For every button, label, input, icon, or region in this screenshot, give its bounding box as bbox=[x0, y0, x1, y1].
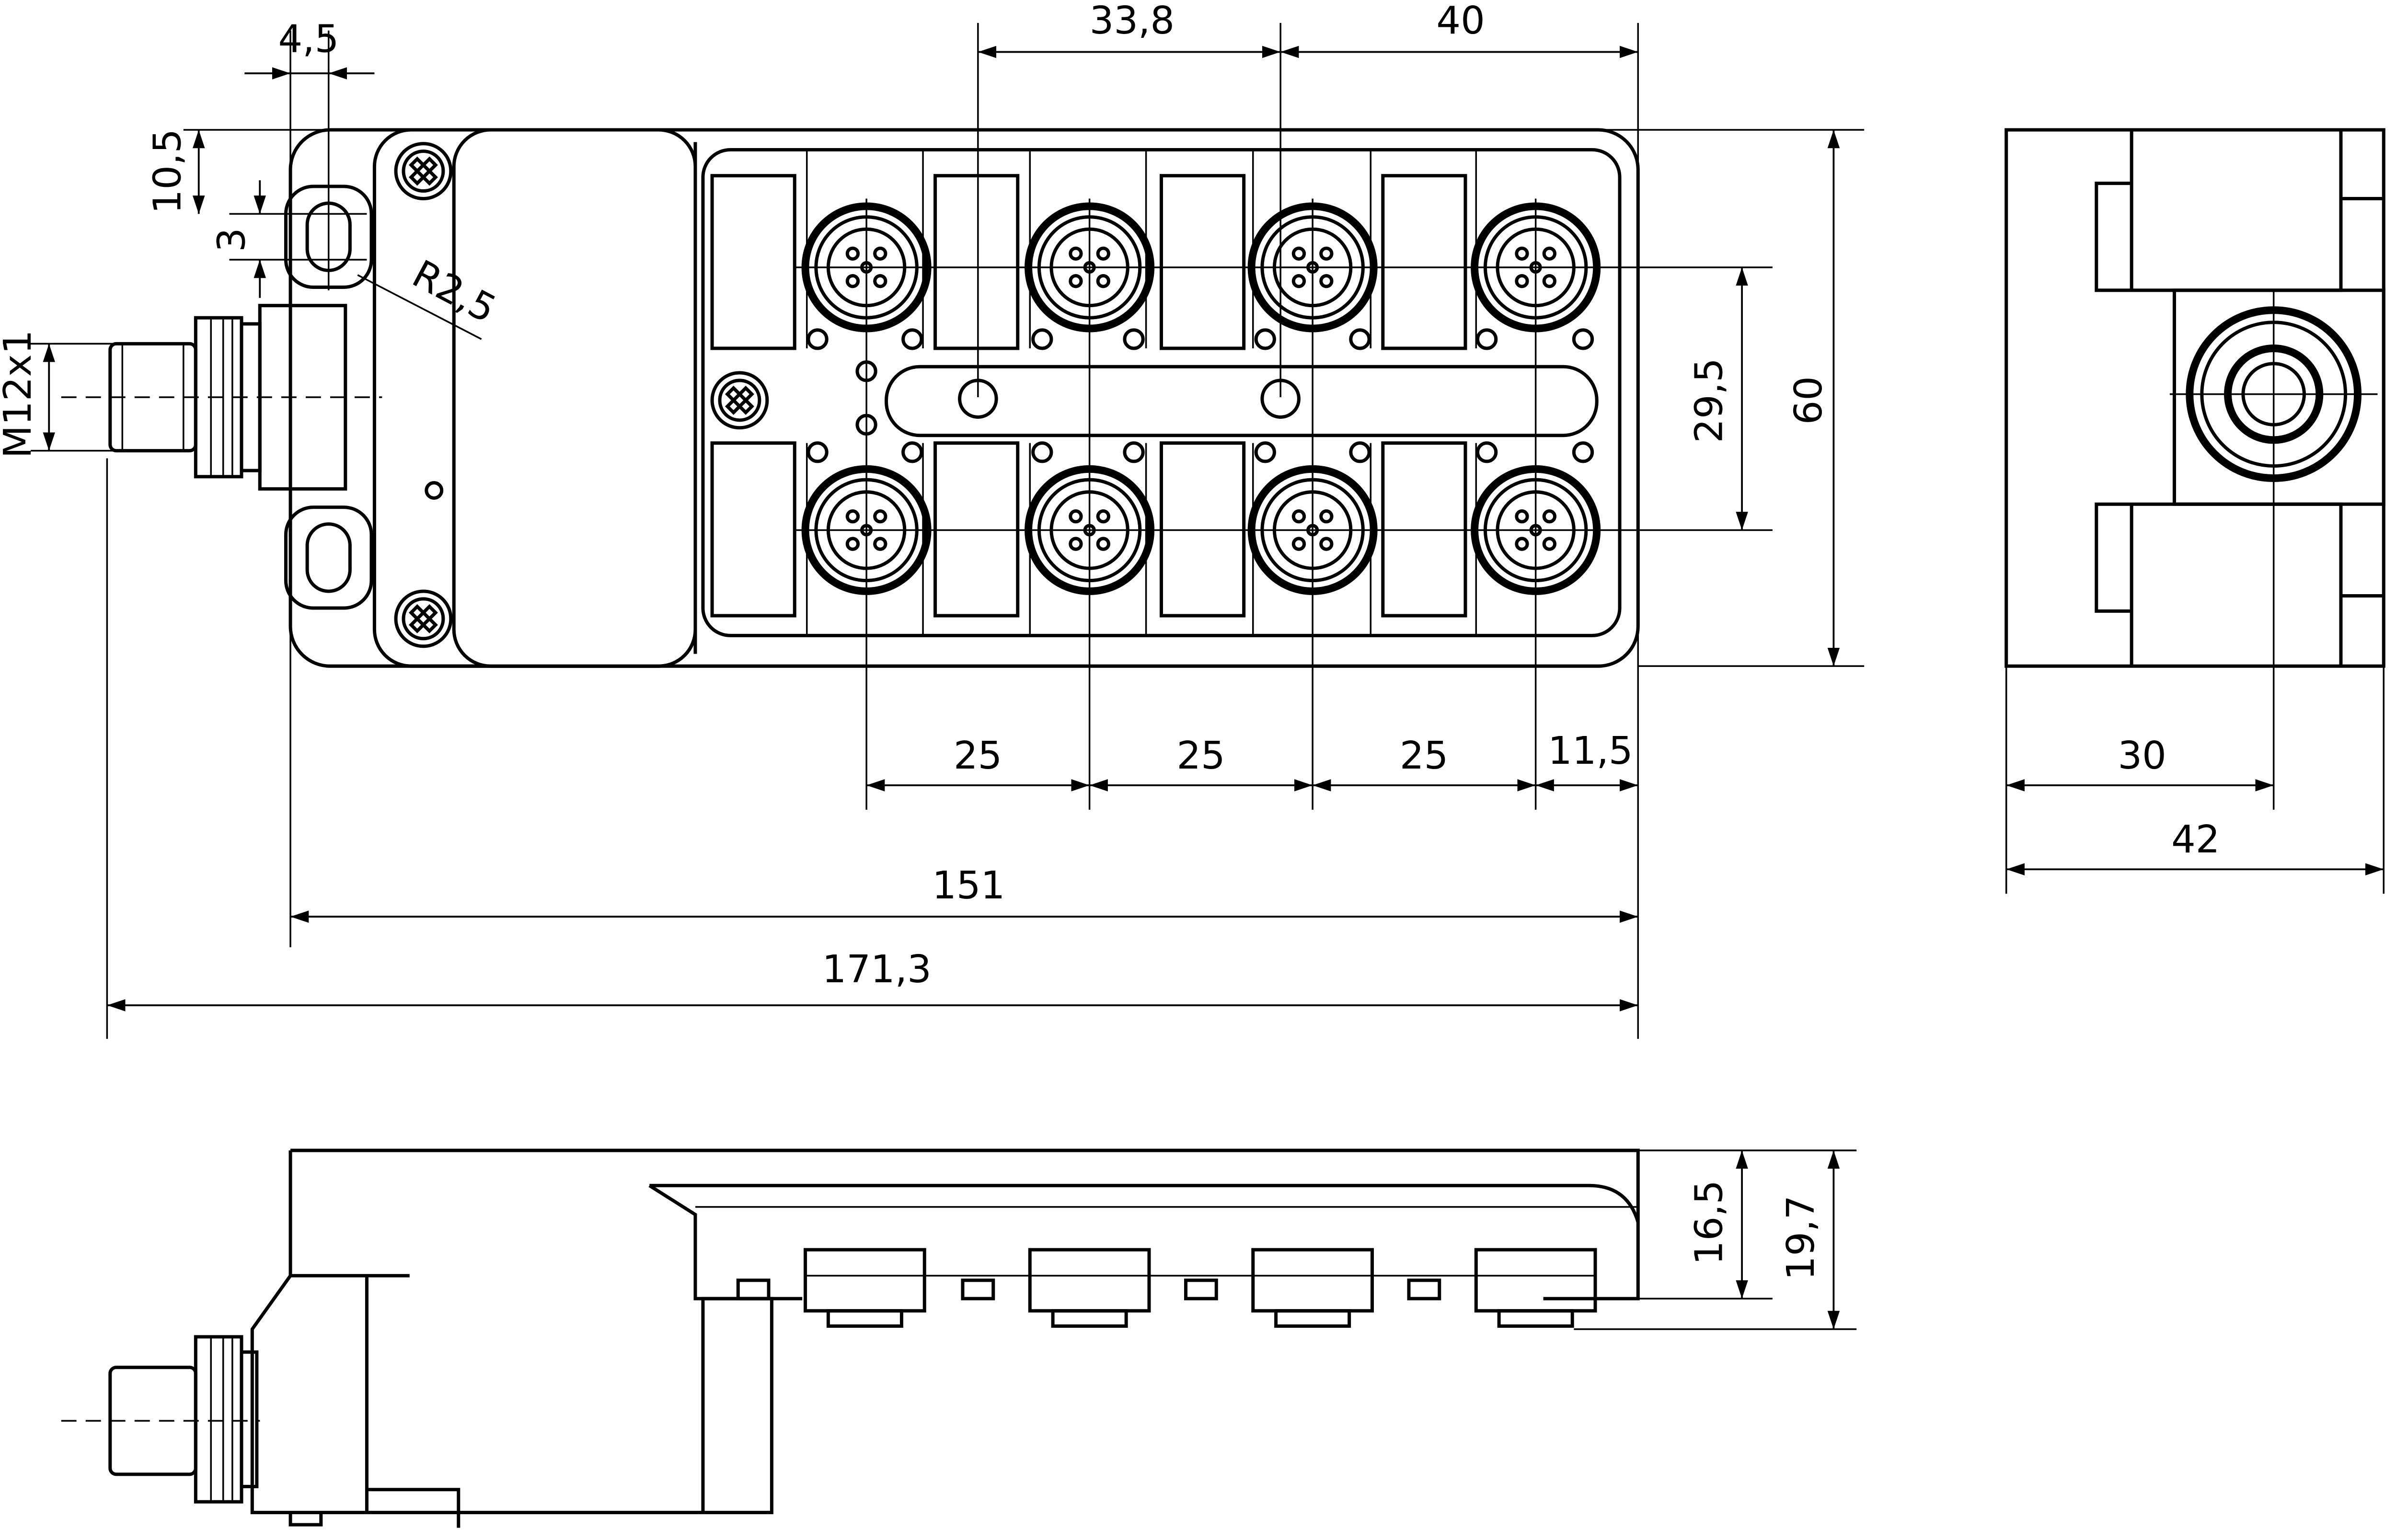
dim-pitch-2: 25 bbox=[1176, 733, 1225, 778]
screw-bottom-icon bbox=[396, 591, 451, 646]
dim-pitch-1: 25 bbox=[954, 733, 1002, 778]
dim-body-length: 151 bbox=[932, 863, 1005, 908]
side-view bbox=[61, 1149, 1640, 1528]
screw-top-icon bbox=[396, 144, 451, 199]
dim-side-connector-offset: 30 bbox=[2118, 733, 2166, 778]
mounting-hole-bottom bbox=[286, 507, 371, 608]
side-ports bbox=[736, 1248, 1597, 1328]
dim-hole-offset: 4,5 bbox=[278, 16, 339, 61]
dim-row-spacing: 29,5 bbox=[1687, 358, 1731, 443]
end-view bbox=[2004, 128, 2385, 810]
top-view bbox=[61, 128, 1773, 810]
dim-hole-width: 3 bbox=[209, 228, 253, 252]
dim-pitch-top-left: 33,8 bbox=[1090, 0, 1175, 43]
dim-end-offset: 11,5 bbox=[1548, 728, 1633, 773]
dim-pitch-3: 25 bbox=[1400, 733, 1448, 778]
dim-thread: M12x1 bbox=[0, 330, 40, 458]
dim-hole-top: 10,5 bbox=[145, 129, 189, 214]
screw-center-icon bbox=[712, 373, 767, 428]
dim-total-height: 19,7 bbox=[1778, 1195, 1823, 1280]
dim-body-height: 16,5 bbox=[1687, 1180, 1731, 1265]
dim-height: 60 bbox=[1786, 376, 1831, 425]
dimensions: 4,5 33,8 40 10,5 3 R2,5 M12x1 29,5 60 25… bbox=[0, 0, 2385, 1330]
ports bbox=[806, 206, 1597, 591]
m12-connector bbox=[61, 304, 382, 491]
dim-total-length: 171,3 bbox=[822, 947, 932, 991]
dim-side-width: 42 bbox=[2171, 817, 2220, 862]
dim-pitch-top-right: 40 bbox=[1436, 0, 1485, 43]
